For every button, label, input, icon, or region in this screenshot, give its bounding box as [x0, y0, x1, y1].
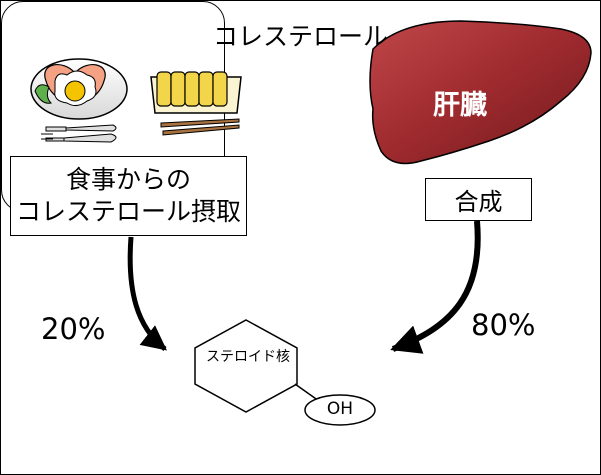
cholesterol-title: コレステロール [212, 22, 388, 51]
dietary-line1: 食事からの [65, 165, 191, 194]
oh-bond [294, 383, 320, 402]
steroid-core-label: ステロイド核 [206, 349, 290, 365]
synthesis-box: 合成 [425, 178, 532, 221]
arrow-liver [390, 220, 481, 354]
dietary-percentage: 20% [41, 312, 106, 346]
chopsticks-icon [160, 118, 240, 136]
hydroxyl-label: OH [326, 399, 354, 419]
liver-percentage: 80% [471, 308, 536, 342]
liver-label: 肝臓 [433, 90, 487, 121]
oh-ellipse [304, 394, 376, 426]
steroid-hexagon [194, 319, 298, 413]
arrow-dietary [127, 236, 167, 351]
egg-plate-icon [30, 58, 128, 120]
liver-icon [369, 20, 592, 165]
dietary-line2: コレステロール摂取 [15, 197, 241, 226]
fork-knife-icon [41, 124, 117, 143]
synthesis-label: 合成 [454, 188, 503, 216]
tamagoyaki-icon [150, 71, 242, 114]
dietary-intake-box: 食事からの コレステロール摂取 [10, 156, 247, 236]
